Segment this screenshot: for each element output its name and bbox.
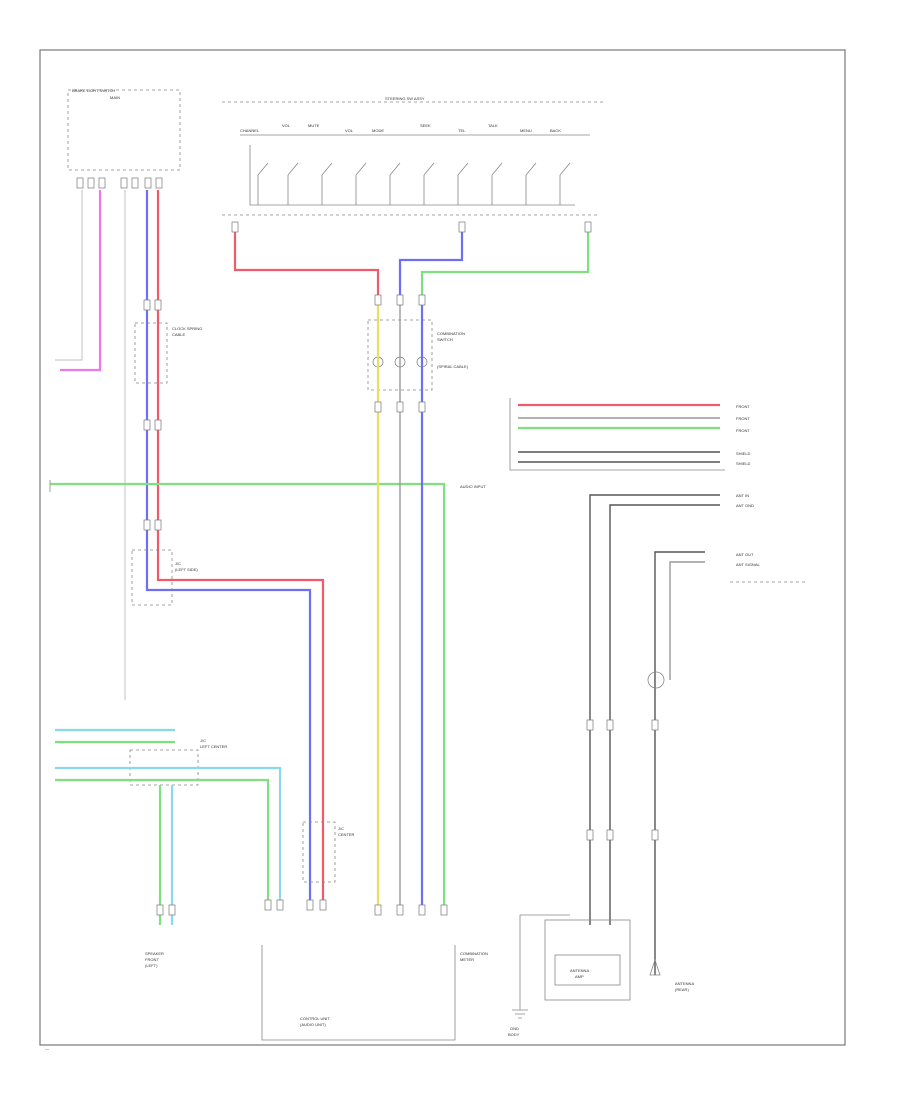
conn-right3-1: ANT OUT xyxy=(736,552,754,557)
control-unit-label: CONTROL UNIT xyxy=(300,1016,330,1021)
antenna-amp-label: ANTENNA xyxy=(570,968,589,973)
conn-right-1: FRONT xyxy=(736,404,750,409)
wire-terminal-marks xyxy=(143,221,659,916)
sw-label-2: VOL xyxy=(282,123,291,128)
conn-right-3: FRONT xyxy=(736,428,750,433)
brake-light-switch: BRAKE LIGHT SWITCH MAIN xyxy=(67,88,181,189)
sw-label-5: MODE xyxy=(372,128,384,133)
sw-label-10: BACK xyxy=(550,128,561,133)
conn-right3-2: ANT SIGNAL xyxy=(736,562,760,567)
ground-label: GND xyxy=(510,1026,519,1031)
combination-switch-label: COMBINATION xyxy=(437,331,465,336)
sw-label-1: CHANNEL xyxy=(240,128,260,133)
sw-label-9: MENU xyxy=(520,128,532,133)
clock-spring-label: CLOCK SPRING xyxy=(172,326,202,331)
antenna-amp: ANTENNA AMP xyxy=(544,919,631,1001)
speaker-label: SPEAKER xyxy=(145,951,164,956)
sw-label-7: TEL xyxy=(458,128,466,133)
junction-connector-body: J/C (LEFT SIDE) xyxy=(131,549,198,606)
combination-meter-label2: METER xyxy=(460,957,474,962)
audio-input-connector: AUDIO INPUT FRONT FRONT FRONT SHIELD SHI… xyxy=(460,398,751,489)
steering-switch-assembly: STEERING SW ASSY CHANNEL VOL MUTE VOL MO… xyxy=(222,96,605,216)
joint-left-label: J/C xyxy=(200,738,206,743)
junction-connector-label2: (LEFT SIDE) xyxy=(175,567,198,572)
wire-dark-ant-2 xyxy=(609,504,720,925)
speaker-front: SPEAKER FRONT (LEFT) xyxy=(145,951,164,968)
conn-right2-1: ANT IN xyxy=(736,493,749,498)
combination-switch-label2: SWITCH xyxy=(437,337,453,342)
speaker-label3: (LEFT) xyxy=(145,963,158,968)
conn-right-5: SHIELD xyxy=(736,461,751,466)
antenna-symbol: ANTENNA (REAR) xyxy=(649,940,694,992)
antenna-label2: (REAR) xyxy=(675,987,689,992)
antenna-label: ANTENNA xyxy=(675,981,694,986)
combination-meter-label: COMBINATION xyxy=(460,951,488,956)
wire-dark-ant-1 xyxy=(589,494,720,925)
page-marker: — xyxy=(45,1046,49,1051)
combination-switch: COMBINATION SWITCH (SPIRAL CABLE) xyxy=(367,319,469,391)
joint-center-label: J/C xyxy=(338,826,344,831)
control-unit-label2: (AUDIO UNIT) xyxy=(300,1022,326,1027)
audio-input-label: AUDIO INPUT xyxy=(460,484,486,489)
wire-red-top xyxy=(233,222,380,295)
wire-pink xyxy=(60,190,102,372)
conn-right-4: SHIELD xyxy=(736,451,751,456)
ground-label2: BODY xyxy=(508,1032,520,1037)
brake-switch-subtitle: MAIN xyxy=(110,95,120,100)
wire-green-top xyxy=(420,222,590,295)
joint-left-label2: LEFT CENTER xyxy=(200,744,227,749)
clock-spring-label2: CABLE xyxy=(172,332,185,337)
wire-dark-ant-4 xyxy=(669,561,705,680)
wire-blue-1 xyxy=(145,190,312,900)
junction-connector-label: J/C xyxy=(175,561,181,566)
sw-label-3: MUTE xyxy=(308,123,320,128)
wire-red-1 xyxy=(156,190,325,900)
speaker-label2: FRONT xyxy=(145,957,159,962)
joint-connector-center: J/C CENTER xyxy=(302,821,355,883)
joint-center-label2: CENTER xyxy=(338,832,355,837)
brake-switch-title: BRAKE LIGHT SWITCH xyxy=(72,88,115,93)
joint-connector-left: J/C LEFT CENTER xyxy=(55,728,282,900)
diagram-frame xyxy=(39,49,846,1046)
sw-label-8: TALK xyxy=(488,123,498,128)
clock-spring-connector: CLOCK SPRING CABLE xyxy=(134,322,202,384)
conn-right-2: FRONT xyxy=(736,416,750,421)
wire-green-long xyxy=(50,482,446,905)
sw-label-4: VOL xyxy=(345,128,354,133)
antenna-amp-label2: AMP xyxy=(575,974,584,979)
ground-symbol: GND BODY xyxy=(508,1000,528,1037)
steering-switch-title: STEERING SW ASSY xyxy=(385,96,425,101)
control-unit: CONTROL UNIT (AUDIO UNIT) COMBINATION ME… xyxy=(261,945,488,1041)
wire-dark-ant-3 xyxy=(654,551,705,940)
wire-blue-top xyxy=(398,222,464,295)
sw-label-6: SEEK xyxy=(420,123,431,128)
conn-right2-2: ANT GND xyxy=(736,503,754,508)
wire-white-left xyxy=(55,190,83,361)
combination-switch-label3: (SPIRAL CABLE) xyxy=(437,364,469,369)
